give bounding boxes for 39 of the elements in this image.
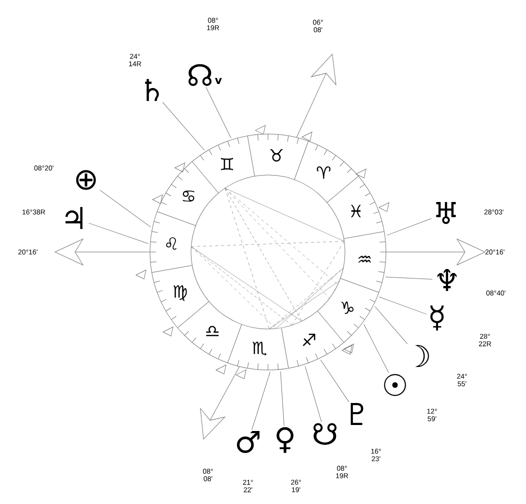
planet-glyph: ☽: [415, 345, 429, 367]
zodiac-sign: ♎: [206, 326, 219, 336]
planet-glyph: ♆: [437, 269, 457, 291]
zodiac-sign: ♒: [358, 256, 371, 263]
leader-line: [374, 306, 408, 344]
zodiac-sign: ♑: [341, 301, 354, 314]
planet-glyph: ♂: [236, 430, 260, 454]
planet-glyph: ☉: [384, 374, 406, 396]
leader-line: [304, 366, 322, 422]
leader-line: [385, 276, 433, 280]
leader-line: [100, 190, 151, 228]
leader-line: [252, 372, 270, 430]
planet-glyph: ☋: [314, 423, 336, 445]
leader-line: [280, 371, 284, 426]
zodiac-sign: ♏: [252, 342, 267, 356]
leader-line: [162, 102, 205, 150]
zodiac-sign: ♊: [221, 158, 234, 170]
zodiac-sign: ♌: [166, 237, 177, 250]
planet-glyph: ☊: [188, 64, 212, 86]
zodiac-sign: ♍: [173, 285, 187, 301]
planet-glyph: ♄: [145, 79, 159, 101]
planet-glyph: ☿: [430, 306, 444, 330]
zodiac-sign: ♈: [316, 166, 330, 179]
leader-line: [364, 324, 389, 374]
planet-glyph: ♀: [276, 427, 294, 453]
leader-line: [206, 86, 232, 138]
leader-line: [320, 360, 350, 402]
zodiac-sign: ♋: [182, 190, 194, 202]
leader-line: [379, 296, 427, 314]
leader-line: [386, 218, 432, 236]
planet-glyph: ⊕: [76, 170, 96, 190]
zodiac-sign: ♉: [270, 149, 283, 162]
zodiac-sign: ♐: [302, 334, 316, 346]
glyph-suffix: v: [215, 78, 222, 84]
zodiac-sign: ♓: [350, 204, 361, 218]
planet-glyph: ♃: [66, 207, 82, 229]
planet-glyph: ♅: [436, 202, 456, 224]
leader-line: [88, 222, 149, 244]
planet-glyph: ♇: [350, 403, 364, 425]
